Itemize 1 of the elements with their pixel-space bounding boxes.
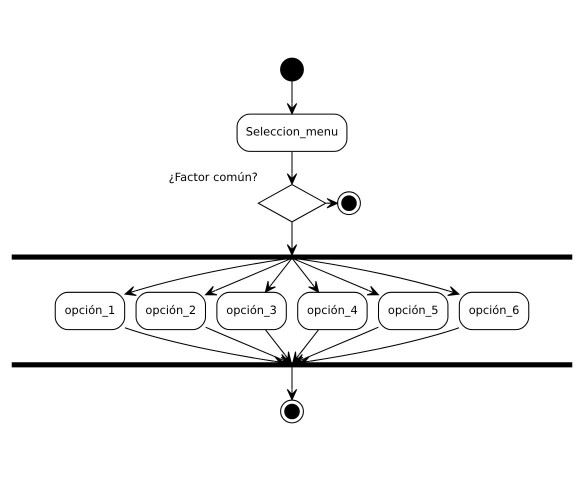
node-label: ¿Factor común? (168, 170, 258, 184)
